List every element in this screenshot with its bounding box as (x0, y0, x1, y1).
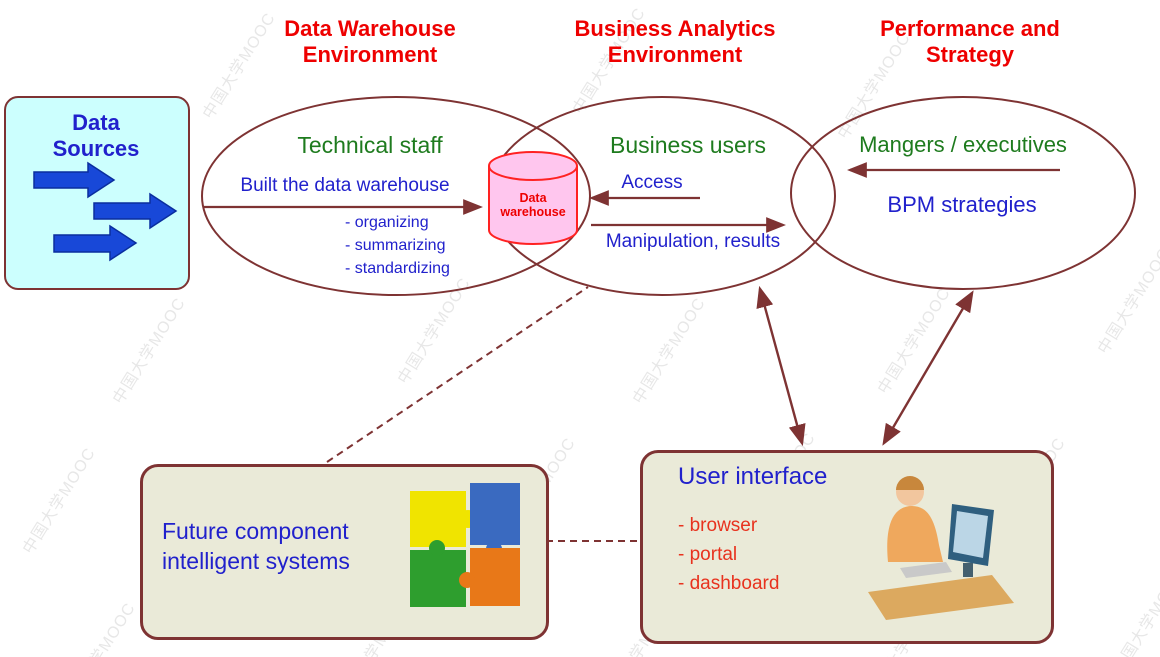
header-business-analytics-environment: Business Analytics Environment (574, 16, 776, 68)
dw-task-item: - summarizing (345, 237, 446, 254)
built-data-warehouse-label: Built the data warehouse (240, 175, 450, 196)
ui-item: - browser (678, 515, 758, 536)
warehouse-cylinder-icon (488, 151, 578, 245)
access-label: Access (621, 172, 683, 193)
ui-item: - portal (678, 544, 738, 565)
dw-task-list: - organizing - summarizing - standardizi… (345, 211, 450, 280)
dw-task-item: - organizing (345, 214, 429, 231)
header-performance-and-strategy: Performance and Strategy (880, 16, 1060, 68)
ps-environment-ellipse (790, 96, 1136, 290)
data-source-arrow-icon (53, 224, 138, 262)
bpm-strategies-label: BPM strategies (887, 192, 1037, 217)
data-sources-box (4, 96, 190, 290)
flow-arrow-ui-ps (882, 290, 974, 446)
data-source-arrow-icon (93, 192, 178, 230)
managers-executives-label: Mangers / executives (859, 132, 1067, 157)
ui-item: - dashboard (678, 573, 780, 594)
data-sources-label: Data Sources (52, 110, 140, 162)
future-component-label: Future component intelligent systems (162, 518, 350, 574)
user-interface-title: User interface (678, 463, 828, 490)
flow-arrow-ui-ba (756, 285, 806, 447)
business-users-label: Business users (610, 132, 766, 158)
dw-task-item: - standardizing (345, 260, 450, 277)
technical-staff-label: Technical staff (297, 132, 443, 158)
person-computer-icon (868, 476, 1014, 620)
puzzle-icon (410, 483, 520, 607)
data-warehouse-label: Data warehouse (500, 191, 566, 220)
dashed-link-future-warehouse (326, 286, 589, 463)
data-source-arrow-icon (33, 161, 116, 199)
header-data-warehouse-environment: Data Warehouse Environment (284, 16, 456, 68)
manipulation-results-label: Manipulation, results (605, 231, 781, 252)
ui-item-list: - browser - portal - dashboard (678, 511, 779, 598)
